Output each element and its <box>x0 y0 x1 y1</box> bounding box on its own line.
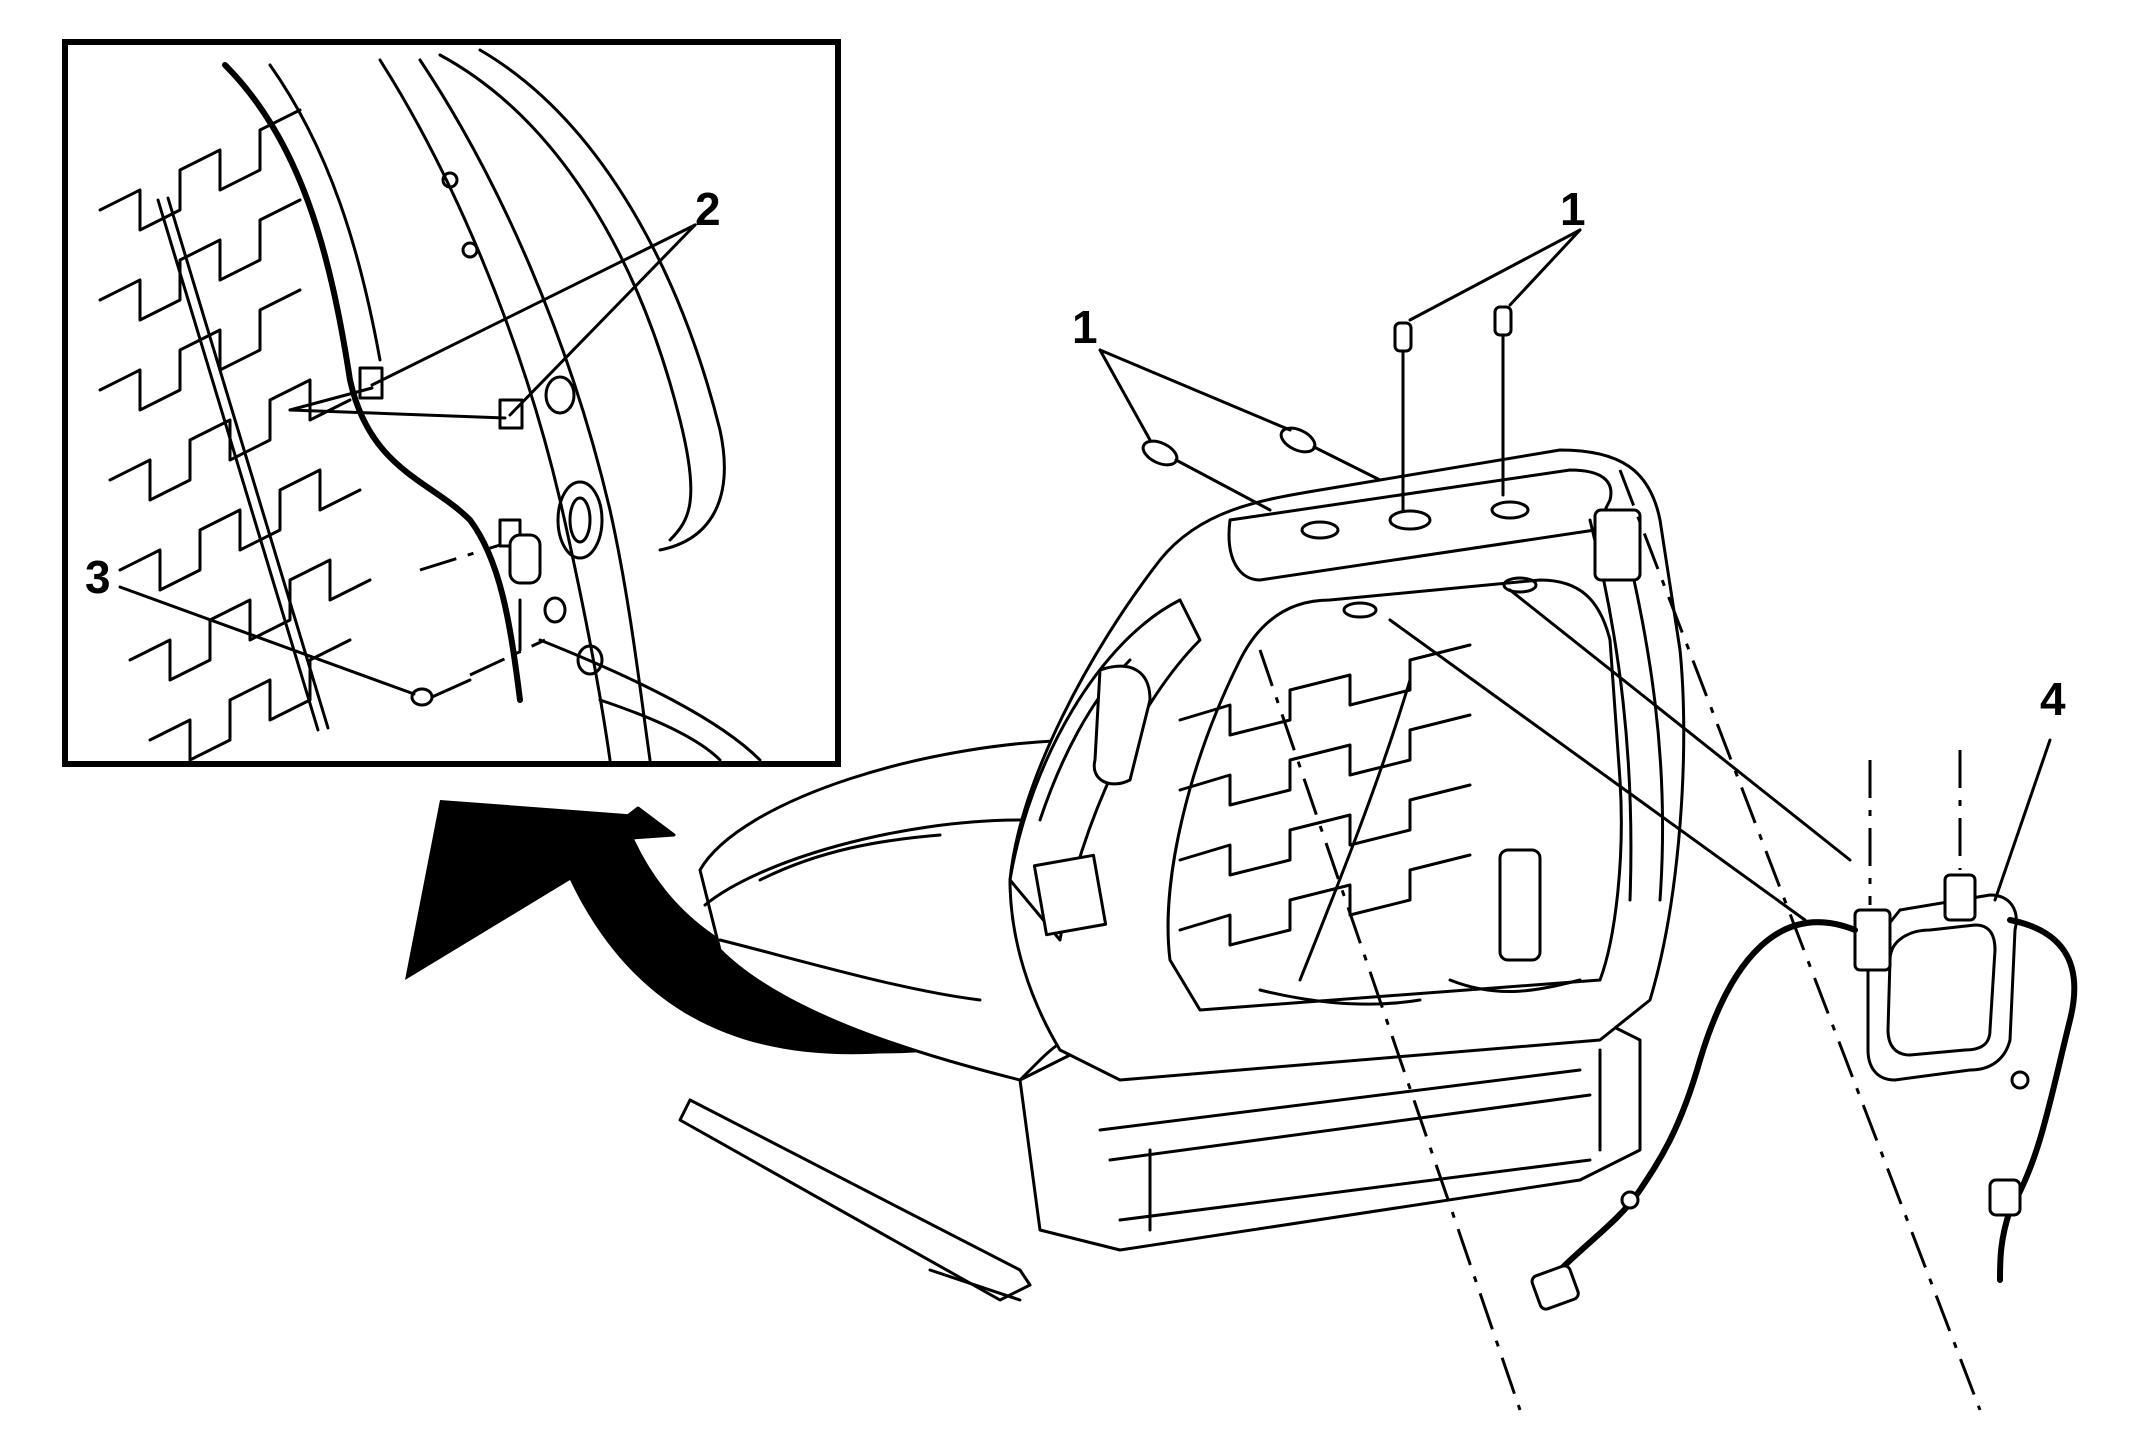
heater-pad <box>1530 750 2078 1311</box>
fasteners <box>1141 305 1513 512</box>
detail-arrow-head <box>405 800 1150 1055</box>
callout-1-left: 1 <box>1072 301 1098 353</box>
callout-3: 3 <box>85 551 111 603</box>
callout-1-right: 1 <box>1560 183 1586 235</box>
seat-assembly <box>678 448 1686 1302</box>
callout-2: 2 <box>695 183 721 235</box>
callout-4: 4 <box>2040 673 2066 725</box>
detail-inset <box>62 39 841 767</box>
